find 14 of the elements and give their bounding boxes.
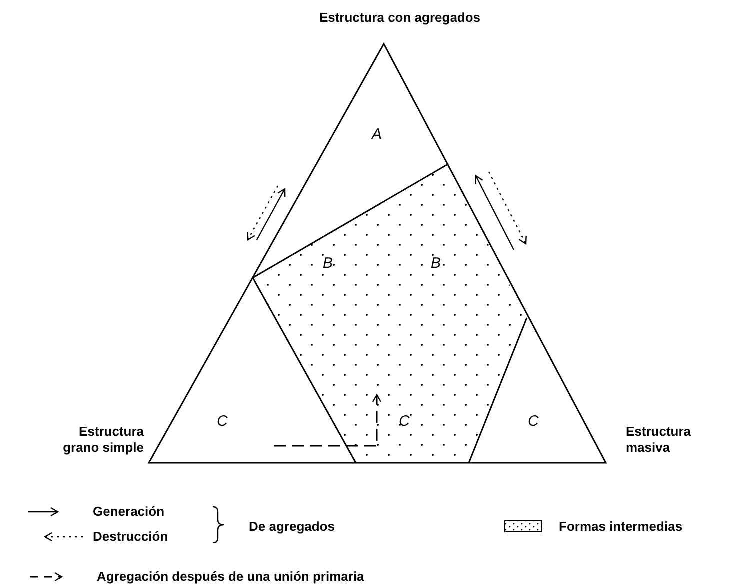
region-label: C bbox=[528, 413, 539, 430]
region-label: C bbox=[217, 413, 228, 430]
region-label: C bbox=[399, 413, 410, 430]
legend-label: Destrucción bbox=[93, 529, 168, 545]
region-label: B bbox=[431, 255, 442, 272]
corner-label: Estructura grano simple bbox=[62, 424, 144, 456]
region-label: B bbox=[323, 255, 334, 272]
corner-label: Estructura con agregados bbox=[318, 10, 482, 26]
region-label: A bbox=[372, 126, 382, 143]
legend-label: Generación bbox=[93, 504, 165, 520]
legend-group-label: De agregados bbox=[249, 519, 335, 535]
legend-label: Formas intermedias bbox=[559, 519, 683, 535]
legend-label: Agregación después de una unión primaria bbox=[97, 569, 364, 585]
corner-label: Estructura masiva bbox=[626, 424, 692, 456]
